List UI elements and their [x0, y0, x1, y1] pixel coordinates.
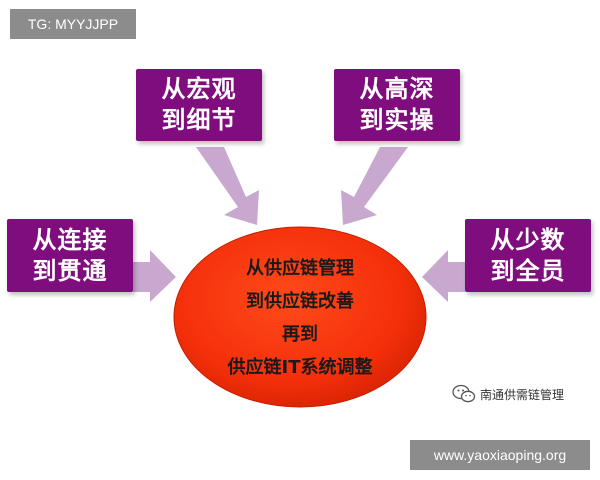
site-url-label: www.yaoxiaoping.org — [410, 440, 590, 470]
box-theory-to-practice: 从高深 到实操 — [334, 69, 460, 141]
box-r-line1: 从少数 — [490, 225, 566, 254]
arrow-right — [422, 250, 465, 302]
center-line3: 再到 — [282, 324, 318, 345]
center-line4: 供应链IT系统调整 — [227, 357, 373, 378]
arrow-left — [133, 250, 176, 302]
arrow-top-left — [196, 147, 259, 225]
center-text: 从供应链管理 到供应链改善 再到 供应链IT系统调整 — [174, 230, 426, 406]
box-tl-line1: 从宏观 — [161, 75, 237, 103]
tg-tag-label: TG: MYYJJPP — [10, 9, 136, 39]
box-l-line2: 到贯通 — [32, 256, 108, 285]
box-macro-to-detail: 从宏观 到细节 — [136, 69, 262, 141]
box-r-line2: 到全员 — [490, 256, 566, 285]
box-l-line1: 从连接 — [32, 225, 108, 254]
center-line1: 从供应链管理 — [246, 258, 354, 279]
center-ellipse — [173, 226, 427, 408]
wechat-watermark: 南通供需链管理 — [452, 384, 564, 404]
box-tl-line2: 到细节 — [161, 106, 237, 134]
box-connect-to-integrate: 从连接 到贯通 — [7, 219, 133, 292]
wechat-icon — [452, 384, 476, 403]
box-tr-line2: 到实操 — [359, 106, 435, 134]
box-few-to-all: 从少数 到全员 — [465, 219, 591, 292]
watermark-text: 南通供需链管理 — [480, 387, 565, 402]
box-tr-line1: 从高深 — [359, 75, 435, 103]
center-line2: 到供应链改善 — [246, 291, 354, 312]
arrow-top-right — [341, 147, 408, 225]
